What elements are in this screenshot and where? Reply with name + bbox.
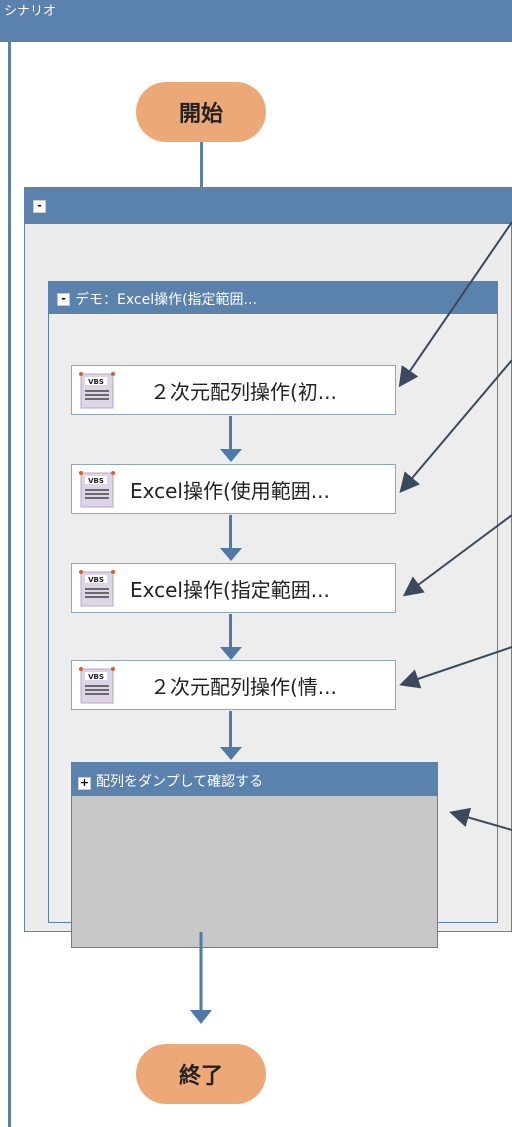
outer-group-collapse-button[interactable]: - <box>33 200 46 213</box>
annotation-arrow-3 <box>402 514 512 597</box>
collapsed-group-title: 配列をダンプして確認する <box>96 774 264 790</box>
vbs-badge: VBS <box>88 477 104 485</box>
connector-arrow-3 <box>229 614 232 647</box>
connector-arrow-4-shaft <box>229 711 232 749</box>
frame-left-border <box>8 42 11 1127</box>
vbs-script-icon: VBS <box>79 372 115 409</box>
activity-3[interactable]: VBS Excel操作(指定範囲... <box>71 563 396 613</box>
collapse-glyph: - <box>61 292 66 305</box>
annotation-arrow-5 <box>449 807 512 831</box>
collapsed-group-header: + 配列をダンプして確認する <box>72 763 437 796</box>
start-node[interactable]: 開始 <box>136 82 266 142</box>
inner-group-title: デモ：Excel操作(指定範囲... <box>75 292 257 308</box>
window-title-bar: シナリオ <box>0 0 512 42</box>
connector-arrow-1 <box>229 416 232 449</box>
end-node-label: 終了 <box>178 1064 223 1089</box>
connector-start <box>200 142 203 188</box>
activity-2-label: Excel操作(使用範囲... <box>130 478 330 503</box>
activity-1[interactable]: VBS ２次元配列操作(初... <box>71 365 396 415</box>
window-title: シナリオ <box>4 4 57 19</box>
arrow-head-4 <box>220 747 242 760</box>
activity-3-label: Excel操作(指定範囲... <box>130 577 330 602</box>
start-node-label: 開始 <box>178 102 223 127</box>
activity-4-label: ２次元配列操作(情... <box>150 674 337 699</box>
annotation-arrow-1 <box>398 221 512 388</box>
vbs-script-icon: VBS <box>79 667 115 704</box>
collapsed-group-expand-button[interactable]: + <box>78 777 91 790</box>
vbs-script-icon: VBS <box>79 471 115 508</box>
inner-group-header: - デモ：Excel操作(指定範囲... <box>49 282 497 314</box>
end-node[interactable]: 終了 <box>136 1044 266 1104</box>
activity-1-label: ２次元配列操作(初... <box>150 379 337 404</box>
connector-end-arrowhead <box>190 1010 212 1024</box>
inner-group-collapse-button[interactable]: - <box>57 293 70 306</box>
vbs-badge: VBS <box>88 378 104 386</box>
annotation-arrow-2 <box>399 359 512 494</box>
activity-2[interactable]: VBS Excel操作(使用範囲... <box>71 464 396 514</box>
vbs-script-icon: VBS <box>79 570 115 607</box>
arrow-head-3 <box>220 647 242 660</box>
arrow-head-2 <box>220 548 242 561</box>
collapse-glyph: - <box>37 199 42 212</box>
connector-arrow-2 <box>229 515 232 548</box>
collapsed-group[interactable]: + 配列をダンプして確認する <box>71 762 438 948</box>
vbs-badge: VBS <box>88 673 104 681</box>
annotation-arrow-4 <box>399 646 512 689</box>
vbs-badge: VBS <box>88 576 104 584</box>
expand-glyph: + <box>79 776 90 789</box>
arrow-head-1 <box>220 449 242 462</box>
activity-4[interactable]: VBS ２次元配列操作(情... <box>71 660 396 710</box>
outer-group-header: - <box>25 188 511 224</box>
